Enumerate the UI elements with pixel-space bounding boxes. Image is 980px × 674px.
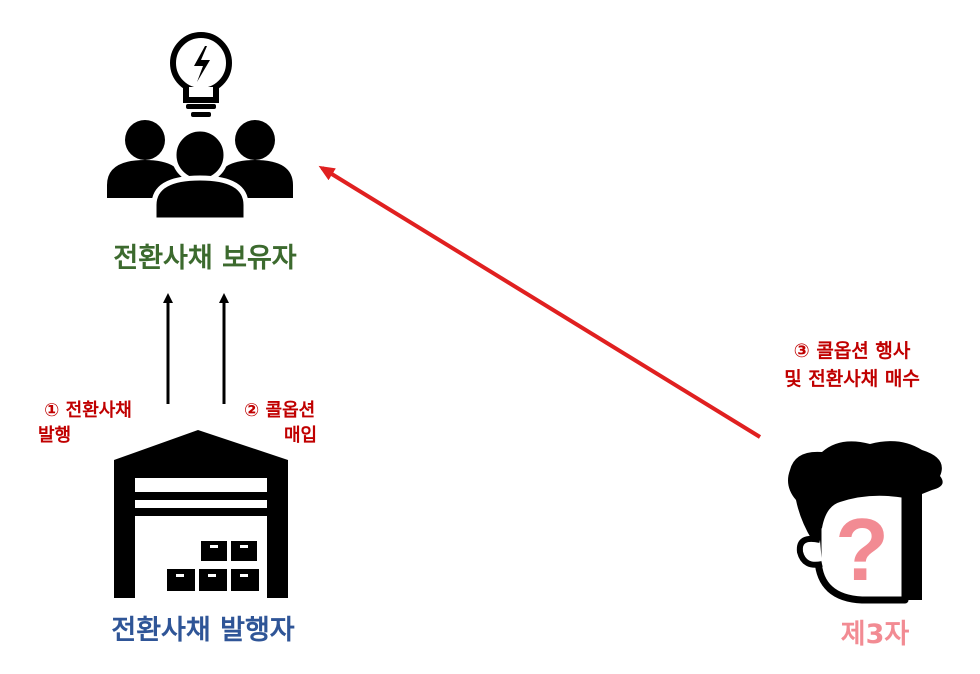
- person-head-icon: [788, 441, 943, 604]
- step1-label: ① 전환사채 발행: [18, 398, 158, 448]
- third-party-title: 제3자: [840, 619, 910, 650]
- holder-title: 전환사채 보유자: [113, 243, 297, 274]
- issue-arrows: [163, 293, 229, 404]
- step1-line1: ① 전환사채: [44, 400, 132, 421]
- question-mark: ?: [835, 500, 889, 599]
- lightbulb-icon: [170, 32, 232, 117]
- step1-line2: 발행: [38, 425, 72, 446]
- step3-line1: ③ 콜옵션 행사: [793, 340, 911, 362]
- warehouse-icon: [114, 430, 288, 598]
- step2-line2: 매입: [284, 425, 318, 446]
- issuer-title: 전환사채 발행자: [111, 615, 295, 646]
- step2-label: ② 콜옵션 매입: [244, 398, 317, 448]
- people-group-icon: [107, 120, 293, 223]
- step3-arrow: [318, 165, 762, 439]
- step2-line1: ② 콜옵션: [244, 400, 316, 421]
- step3-line2: 및 전환사채 매수: [784, 368, 920, 390]
- step3-label: ③ 콜옵션 행사 및 전환사채 매수: [752, 337, 952, 393]
